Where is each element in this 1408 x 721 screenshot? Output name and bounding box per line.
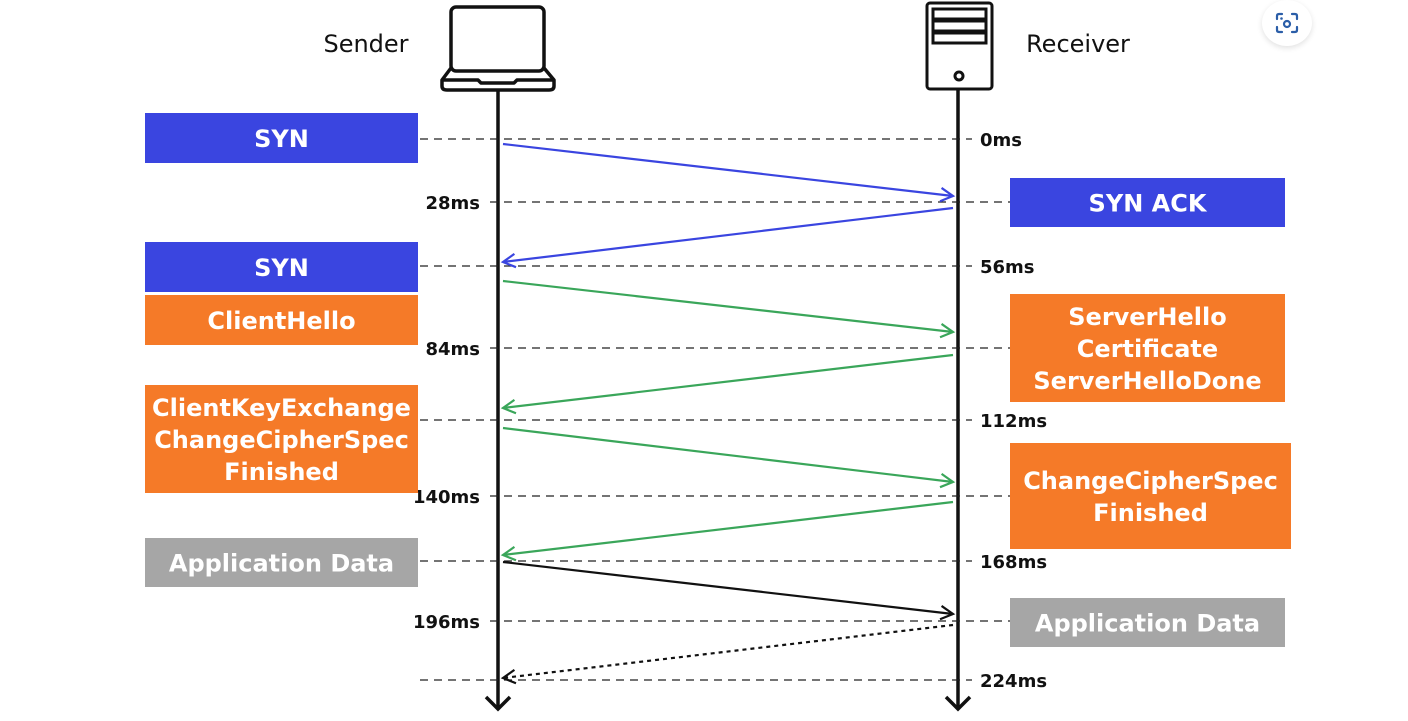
time-label: 56ms [980,257,1035,278]
message-box: SYN ACK [1010,178,1285,227]
message-arrow [502,279,956,339]
message-arrow [500,353,954,415]
message-box: SYN [145,242,418,292]
sender-lifeline-arrowhead [484,695,512,712]
message-text: Finished [224,458,339,486]
receiver-label: Receiver [1026,30,1130,58]
message-text: Application Data [1035,610,1260,638]
visual-search-icon [1275,12,1299,34]
message-box: ClientHello [145,295,418,345]
message-text: ChangeCipherSpec [154,426,409,454]
message-text: Finished [1093,499,1208,527]
message-text: ServerHello [1068,303,1226,331]
time-label: 196ms [413,612,480,633]
time-label: 168ms [980,552,1047,573]
message-arrow [502,426,956,489]
message-box: Application Data [145,538,418,587]
time-label: 28ms [425,193,480,214]
laptop-icon [440,5,556,92]
message-text: SYN [254,125,309,153]
time-label: 0ms [980,130,1022,151]
sender-label: Sender [323,30,408,58]
message-arrow [500,206,954,269]
message-text: ClientHello [207,307,355,335]
time-label: 224ms [980,671,1047,692]
time-label: 112ms [980,411,1047,432]
message-text: SYN ACK [1089,190,1208,218]
message-text: SYN [254,254,309,282]
message-box: SYN [145,113,418,163]
receiver-lifeline-arrowhead [944,695,972,712]
message-text: ClientKeyExchange [152,394,411,422]
message-text: Application Data [169,550,394,578]
message-arrow [500,623,954,685]
message-arrow [502,142,956,203]
message-text: ChangeCipherSpec [1023,467,1278,495]
time-label: 84ms [425,339,480,360]
message-box: ClientKeyExchangeChangeCipherSpecFinishe… [145,385,418,493]
message-arrow [502,560,956,621]
visual-search-button[interactable] [1262,0,1312,46]
message-arrow [500,500,954,562]
message-text: ServerHelloDone [1033,367,1261,395]
message-text: Certificate [1077,335,1218,363]
time-label: 140ms [413,487,480,508]
server-icon [925,1,994,91]
message-box: Application Data [1010,598,1285,647]
